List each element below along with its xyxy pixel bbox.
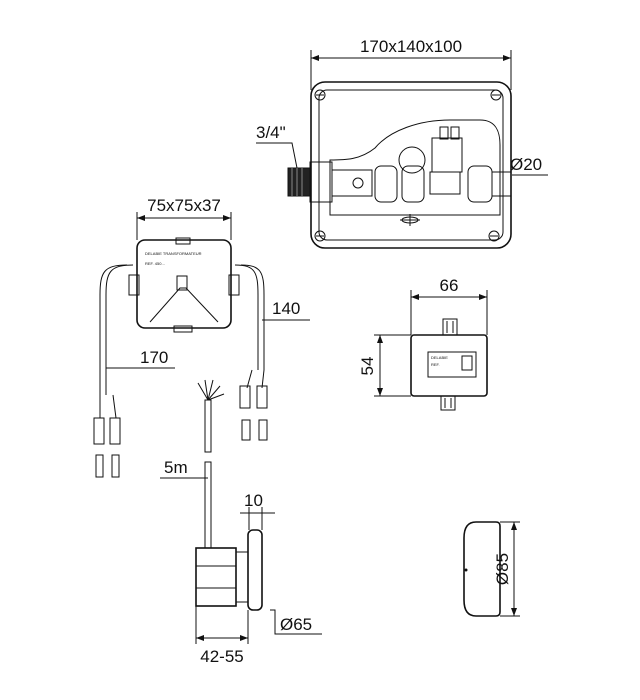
- arrow-head: [511, 608, 517, 616]
- module-connector-bottom: [440, 395, 456, 411]
- right-cable: [240, 264, 265, 370]
- arrow-head: [503, 55, 511, 61]
- side-clip: [228, 274, 240, 296]
- sleeve-connector: [109, 417, 121, 445]
- spade-terminal: [95, 454, 104, 478]
- left-cable: [99, 264, 128, 395]
- valve-body: [429, 171, 461, 195]
- box-size-label: 170x140x100: [360, 37, 462, 56]
- inlet-leader: [256, 142, 298, 169]
- module-width-label: 66: [440, 276, 459, 295]
- cover-diameter-label: Ø85: [493, 553, 512, 585]
- arrow-head: [311, 55, 319, 61]
- plate-thickness-label: 10: [244, 491, 263, 510]
- arrow-head: [479, 294, 487, 300]
- spade-terminal: [111, 454, 120, 478]
- module-label-plate: [427, 351, 477, 378]
- wire-end: [207, 385, 221, 401]
- transformer-bottom-tab: [173, 325, 193, 333]
- sensor-nut: [195, 547, 237, 607]
- transformer-ref-text: REF. 450...: [145, 261, 165, 266]
- sensor-drawing: 5m 10 42-55 Ø65: [160, 379, 322, 666]
- drain-screw: [401, 216, 419, 224]
- wall-range-label: 42-55: [200, 647, 243, 666]
- module-brand-text: DELABIE: [431, 355, 448, 360]
- wire-end: [197, 382, 209, 401]
- spade-terminal: [258, 419, 268, 441]
- side-clip: [128, 274, 140, 296]
- wire-end: [207, 379, 214, 401]
- transformer-brand-text: DELABIE TRANSFORMATEUR: [145, 251, 202, 256]
- sensor-thread: [235, 551, 249, 603]
- module-mark: [461, 355, 473, 371]
- screw-icon: [488, 230, 500, 242]
- screw-icon: [490, 89, 502, 101]
- sleeve-connector: [256, 385, 268, 409]
- valve-box-drawing: 170x140x100: [256, 37, 548, 249]
- arrow-head: [377, 335, 383, 343]
- sensor-diameter-label: Ø65: [280, 615, 312, 634]
- arrow-head: [240, 635, 248, 641]
- left-cable-length-label: 170: [140, 348, 168, 367]
- arrow-head: [411, 294, 419, 300]
- inlet-nut: [309, 161, 333, 203]
- transformer-body: [136, 239, 232, 329]
- valve-box-inner: [318, 89, 504, 241]
- valve-port: [352, 177, 364, 189]
- right-wire: [246, 369, 253, 389]
- drain-screw-icon: [400, 214, 420, 226]
- outlet-label: Ø20: [510, 155, 542, 174]
- sensor-cable: [204, 399, 212, 453]
- valve-box-body: [310, 81, 512, 249]
- arrow-head: [137, 215, 145, 221]
- cover-drawing: Ø85: [463, 521, 520, 617]
- coil-terminal: [439, 126, 449, 140]
- sensor-cable: [204, 461, 212, 549]
- outlet-stub: [491, 171, 512, 197]
- fitting-nut: [374, 165, 398, 203]
- left-wire: [112, 394, 117, 419]
- module-connector-top: [442, 318, 458, 336]
- arrow-head: [511, 522, 517, 530]
- solenoid-coil: [431, 137, 463, 173]
- spade-terminal: [241, 419, 251, 441]
- transformer-cable-entry: [176, 275, 188, 291]
- sensor-diameter-leader: [270, 609, 322, 635]
- transformer-size-label: 75x75x37: [147, 196, 221, 215]
- right-cable: [234, 264, 259, 370]
- coil-terminal: [450, 126, 460, 140]
- wire-end: [204, 379, 209, 401]
- transformer-cable-guide: [149, 287, 219, 323]
- sensor-plate: [247, 529, 263, 611]
- inlet-label: 3/4": [256, 123, 286, 142]
- transformer-drawing: 75x75x37 DELABIE TRANSFORMATEUR REF. 450…: [93, 196, 310, 478]
- arrow-head: [196, 635, 204, 641]
- sleeve-connector: [93, 417, 105, 445]
- valve-pipe: [331, 169, 373, 197]
- cable-length-label: 5m: [164, 458, 188, 477]
- inlet-thread: [287, 167, 311, 197]
- arrow-head: [223, 215, 231, 221]
- filter-cap: [398, 146, 426, 174]
- fitting-nut: [467, 165, 493, 203]
- wire-end: [207, 393, 225, 401]
- sleeve-connector: [239, 385, 251, 409]
- screw-icon: [314, 89, 326, 101]
- fitting-nut: [401, 165, 425, 203]
- right-cable-length-label: 140: [272, 299, 300, 318]
- right-wire: [261, 369, 265, 389]
- cover-plate: [463, 521, 501, 617]
- valve-housing-outline: [329, 119, 501, 216]
- module-ref-text: REF.: [431, 362, 440, 367]
- screw-icon: [314, 230, 326, 242]
- sensor-window: [464, 568, 468, 572]
- arrow-head: [377, 388, 383, 396]
- module-drawing: 66 54 DELABIE REF.: [358, 276, 488, 411]
- module-height-label: 54: [358, 357, 377, 376]
- transformer-top-tab: [175, 237, 191, 245]
